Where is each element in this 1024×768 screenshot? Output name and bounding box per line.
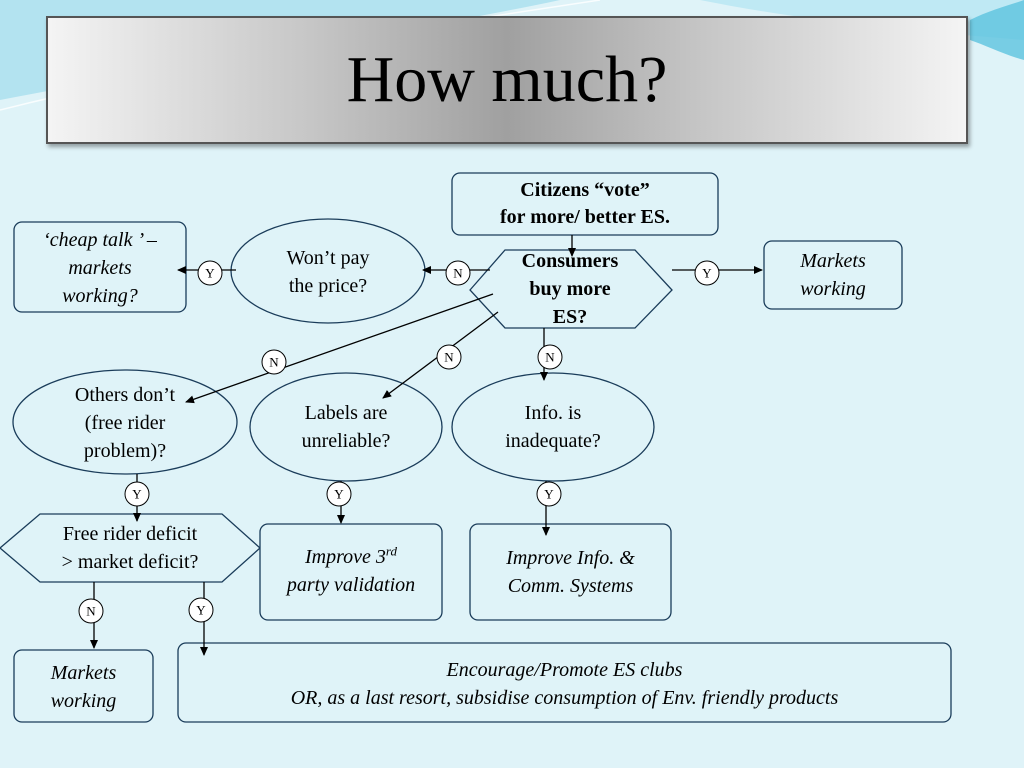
label-circle-n-info <box>537 344 563 370</box>
label-circle-y-others <box>124 481 150 507</box>
improve-info-box <box>469 523 672 621</box>
markets-working-right-box <box>763 240 903 310</box>
edge-label-n-wont-pay: N <box>453 266 463 281</box>
edge-label-n-others: N <box>269 355 279 370</box>
label-circle-n-wont-pay <box>445 260 471 286</box>
edge-label-y-others: Y <box>132 487 142 502</box>
edge-label-n-markets-left: N <box>86 604 96 619</box>
edge-consumers-to-others <box>185 293 494 404</box>
others-dont-ellipse <box>12 369 238 475</box>
info-inadequate-ellipse <box>451 372 655 482</box>
edge-label-y-cheap-talk: Y <box>205 266 215 281</box>
label-circle-n-others <box>261 349 287 375</box>
citizens-vote-box <box>451 172 719 236</box>
label-circle-y-labels <box>326 481 352 507</box>
improve-validation-box <box>259 523 443 621</box>
label-circle-n-labels <box>436 344 462 370</box>
encourage-box <box>177 642 952 723</box>
cheap-talk-box <box>13 221 187 313</box>
edge-label-y-info: Y <box>544 487 554 502</box>
citizens-vote-text: Citizens “vote”for more/ better ES. <box>500 179 670 228</box>
label-circle-n-markets-left <box>78 598 104 624</box>
improve-info-text: Improve Info. &Comm. Systems <box>506 547 635 597</box>
label-circle-y-info <box>536 481 562 507</box>
wave-right-band <box>970 0 1024 60</box>
labels-unreliable-ellipse <box>249 372 443 482</box>
markets-working-left-box <box>13 649 154 723</box>
edge-label-y-markets: Y <box>702 266 712 281</box>
edge-label-y-labels: Y <box>334 487 344 502</box>
edge-label-n-labels: N <box>444 350 454 365</box>
edge-label-n-info: N <box>545 350 555 365</box>
label-circle-y-encourage <box>188 597 214 623</box>
slide-title: How much? <box>346 43 668 116</box>
title-banner: How much? <box>46 16 968 144</box>
label-circle-y-cheap-talk <box>197 260 223 286</box>
consumers-buy-hexagon <box>469 249 673 329</box>
label-circle-y-markets <box>694 260 720 286</box>
free-rider-deficit-text: Free rider deficit> market deficit? <box>61 523 199 573</box>
edge-label-y-encourage: Y <box>196 603 206 618</box>
